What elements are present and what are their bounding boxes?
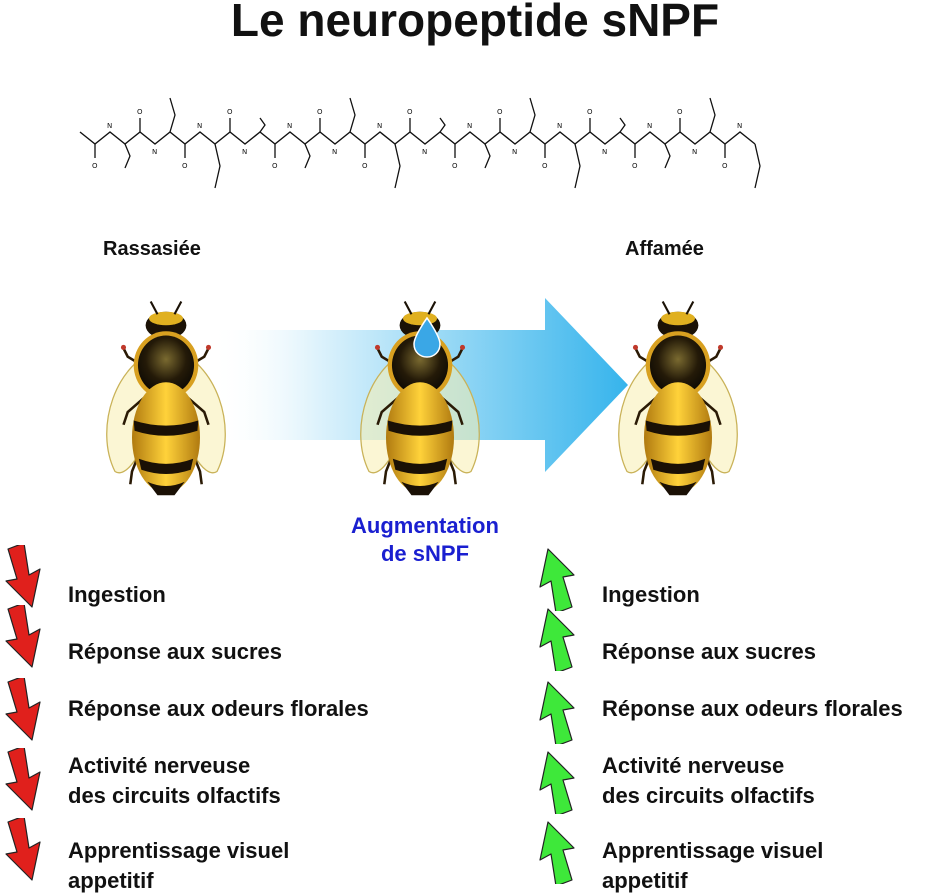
- svg-text:N: N: [602, 148, 607, 156]
- bee-hungry: [617, 300, 739, 497]
- state-label-satiated: Rassasiée: [103, 238, 201, 260]
- svg-text:O: O: [272, 162, 278, 170]
- svg-text:O: O: [587, 108, 593, 116]
- svg-text:N: N: [107, 122, 112, 130]
- svg-text:O: O: [362, 162, 368, 170]
- center-caption: Augmentation de sNPF: [351, 513, 499, 566]
- svg-text:N: N: [287, 122, 292, 130]
- svg-text:O: O: [137, 108, 143, 116]
- svg-text:N: N: [692, 148, 697, 156]
- svg-text:N: N: [512, 148, 517, 156]
- up-arrow-icon: [532, 678, 578, 749]
- svg-text:O: O: [632, 162, 638, 170]
- svg-text:N: N: [377, 122, 382, 130]
- down-arrow-icon: [2, 745, 48, 819]
- effect-label: Activité nerveuse des circuits olfactifs: [68, 753, 281, 808]
- svg-text:O: O: [407, 108, 413, 116]
- effect-label: Apprentissage visuel appetitif: [602, 838, 824, 893]
- svg-text:O: O: [452, 162, 458, 170]
- effect-label: Ingestion: [68, 582, 166, 607]
- effect-label: Ingestion: [602, 582, 700, 607]
- svg-text:O: O: [182, 162, 188, 170]
- effect-label: Réponse aux sucres: [602, 639, 816, 664]
- up-arrow-icon: [532, 605, 578, 676]
- svg-text:O: O: [722, 162, 728, 170]
- up-arrow-icon: [532, 818, 578, 889]
- drop-icon: [413, 316, 441, 358]
- bee-satiated: [105, 300, 227, 497]
- svg-text:O: O: [227, 108, 233, 116]
- svg-text:N: N: [467, 122, 472, 130]
- state-label-hungry: Affamée: [625, 238, 704, 260]
- svg-text:O: O: [497, 108, 503, 116]
- svg-text:N: N: [242, 148, 247, 156]
- down-arrow-icon: [2, 542, 48, 616]
- svg-text:O: O: [92, 162, 98, 170]
- svg-text:N: N: [557, 122, 562, 130]
- svg-text:N: N: [647, 122, 652, 130]
- down-arrow-icon: [2, 815, 48, 889]
- svg-text:N: N: [152, 148, 157, 156]
- down-arrow-icon: [2, 602, 48, 676]
- effect-label: Apprentissage visuel appetitif: [68, 838, 290, 893]
- up-arrow-icon: [532, 748, 578, 819]
- up-arrow-icon: [532, 545, 578, 616]
- svg-text:O: O: [542, 162, 548, 170]
- svg-text:N: N: [197, 122, 202, 130]
- effect-label: Réponse aux odeurs florales: [68, 696, 369, 721]
- peptide-structure: O N O N O N O N O N O N O N O N O N O N O N O N O N O N O N: [79, 97, 761, 189]
- page-title: Le neuropeptide sNPF: [230, 0, 720, 46]
- bee-scene: [105, 298, 739, 497]
- down-arrow-icon: [2, 675, 48, 749]
- svg-text:O: O: [677, 108, 683, 116]
- svg-text:N: N: [422, 148, 427, 156]
- svg-text:N: N: [332, 148, 337, 156]
- effect-label: Activité nerveuse des circuits olfactifs: [602, 753, 815, 808]
- effect-label: Réponse aux odeurs florales: [602, 696, 903, 721]
- svg-text:O: O: [317, 108, 323, 116]
- effect-label: Réponse aux sucres: [68, 639, 282, 664]
- svg-text:N: N: [737, 122, 742, 130]
